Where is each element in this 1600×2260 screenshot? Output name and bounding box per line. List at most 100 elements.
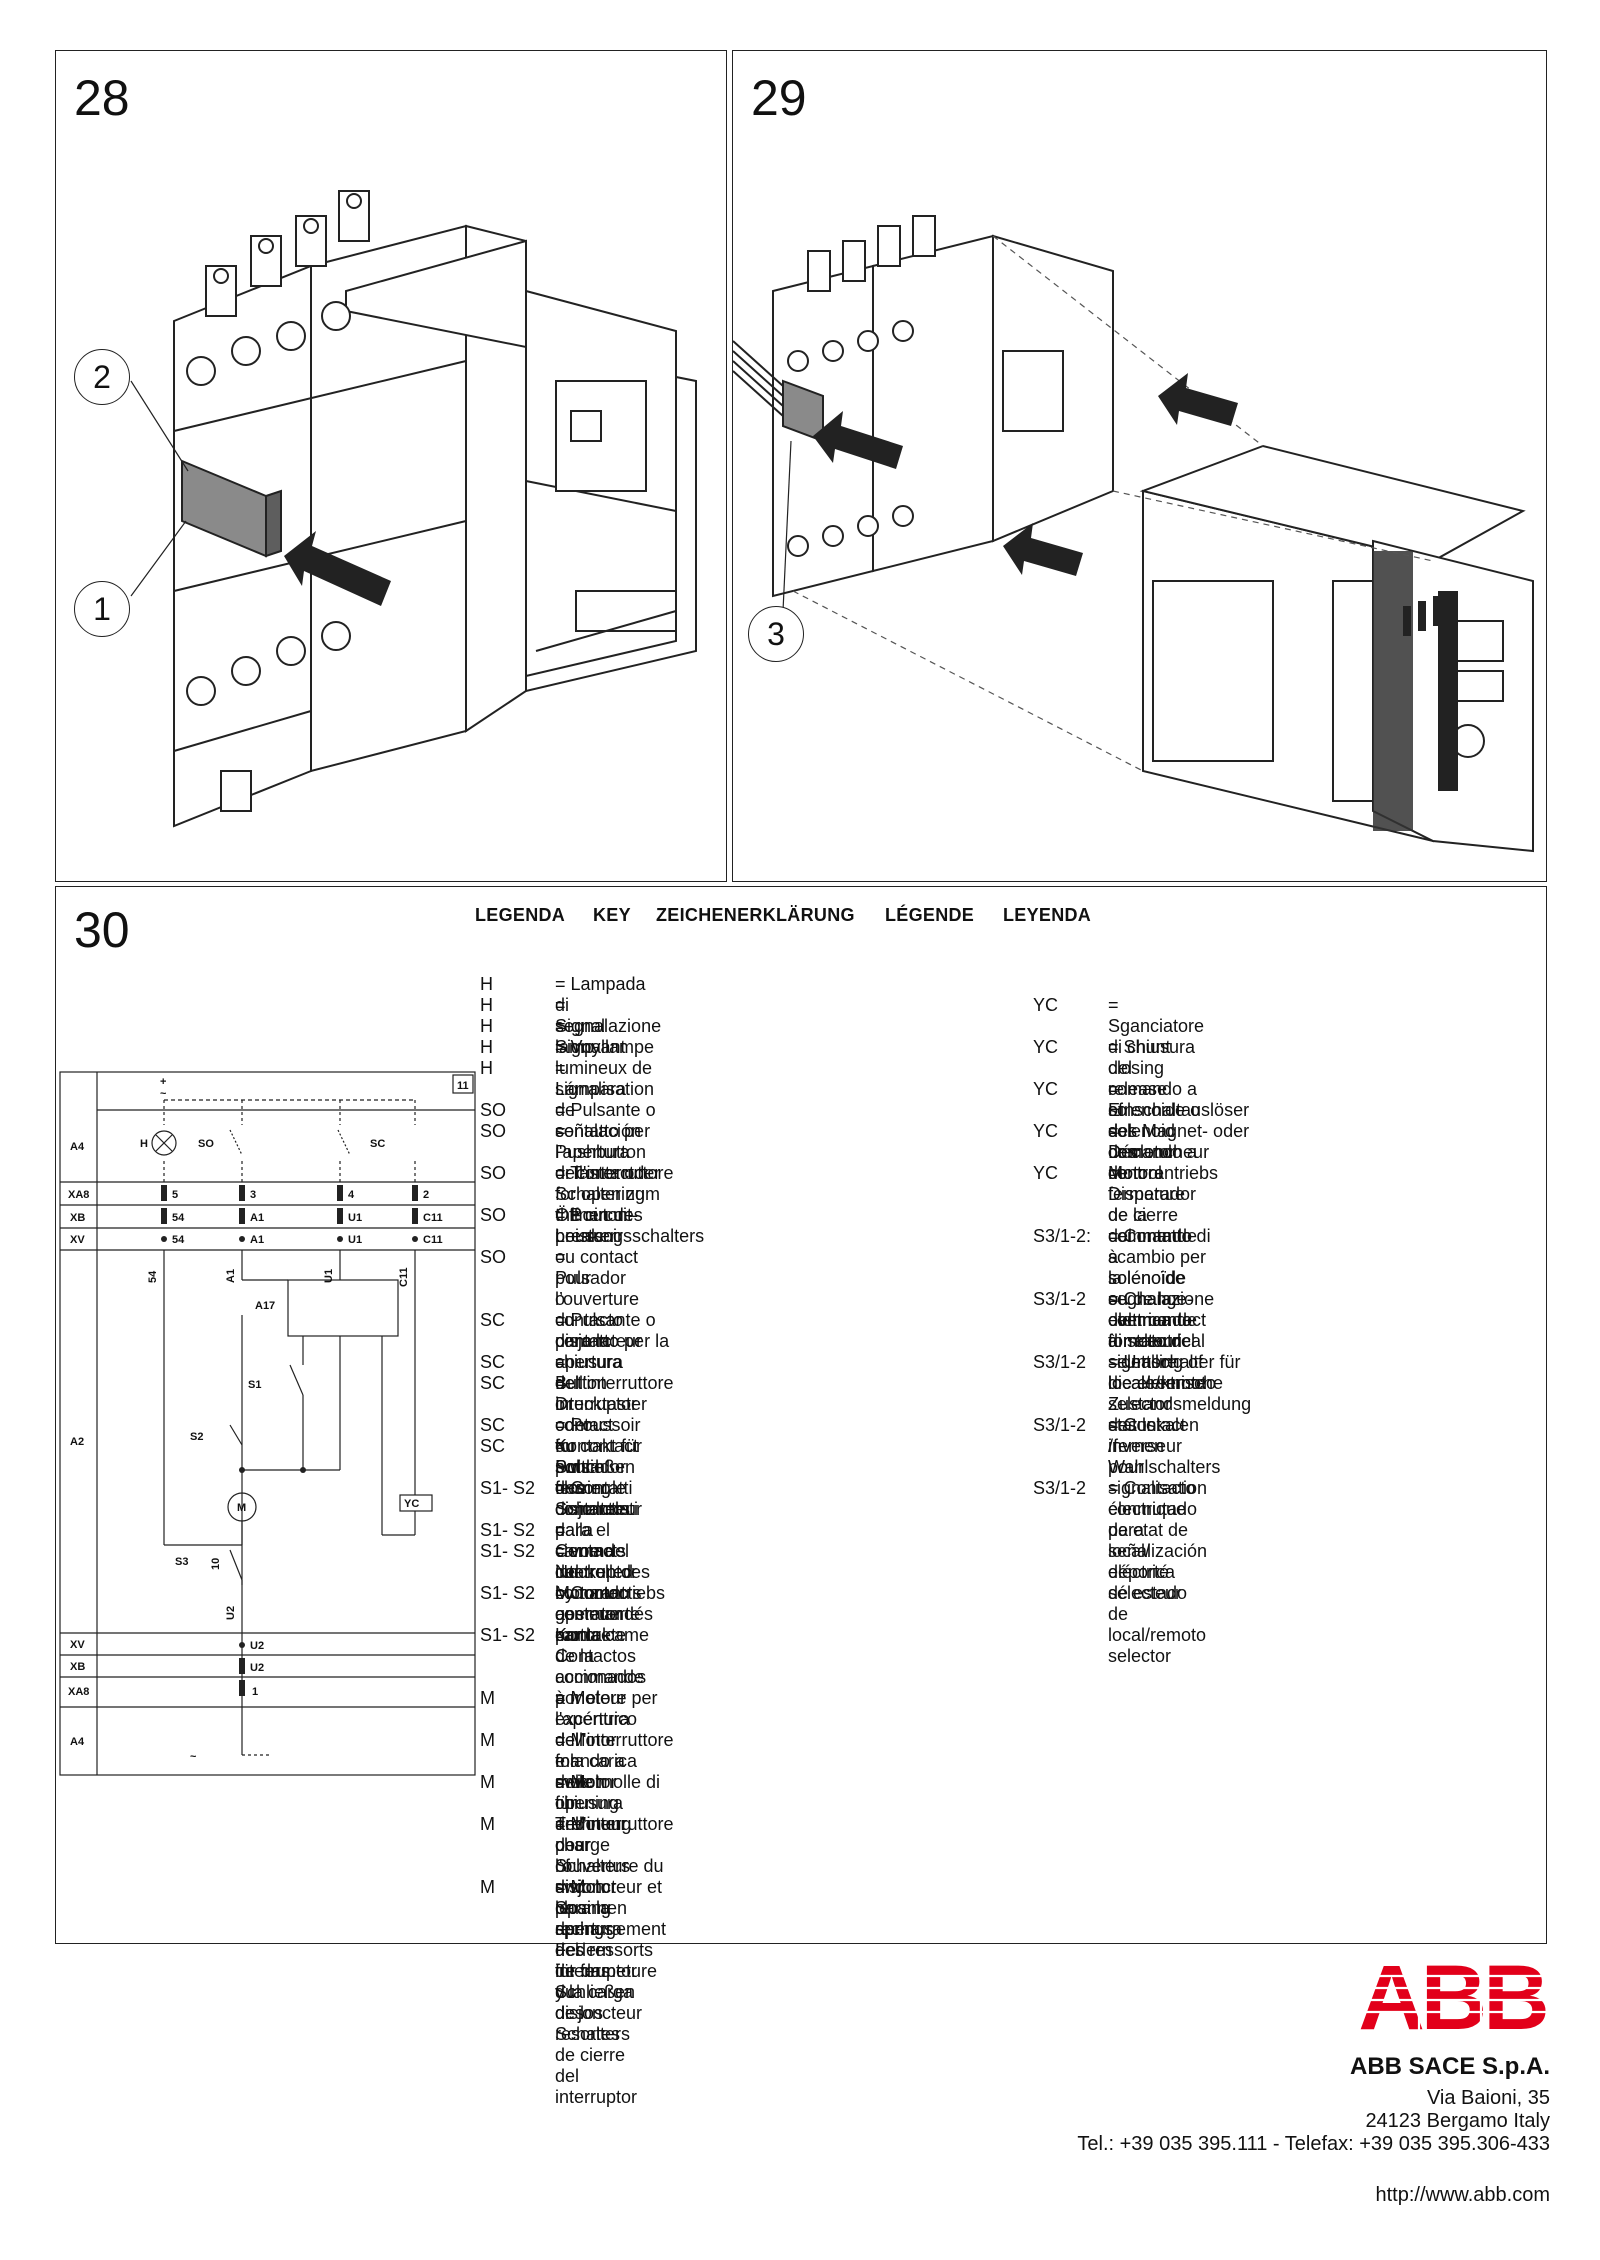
terminal-label: 2 xyxy=(423,1189,429,1201)
terminal-label: 3 xyxy=(250,1189,256,1201)
legend-desc: = Shunt closing release of solenoid or m… xyxy=(1108,1037,1176,1183)
legend-desc: = Taster oder Schalter zum Öffnen des Le… xyxy=(555,1163,705,1246)
legend-desc: = Change-over contact for electrical sig… xyxy=(1108,1289,1207,1435)
abb-logo-text: ABB xyxy=(1358,1947,1546,2049)
component-s2: S2 xyxy=(190,1431,203,1443)
legend-desc: = Signal lamp xyxy=(555,995,606,1057)
legend-code: H xyxy=(480,1037,493,1057)
legend-desc: = Signallampe xyxy=(555,1016,655,1057)
wire-label: C11 xyxy=(398,1267,410,1287)
figure-28-panel: 28 xyxy=(55,50,727,882)
legend-code: SO xyxy=(480,1205,507,1225)
legend-code: SC xyxy=(480,1436,506,1456)
terminal-label: U2 xyxy=(250,1662,264,1674)
legend-code: S3/1-2: xyxy=(1033,1226,1092,1246)
legend-desc: = Motor for switch opening and charge of… xyxy=(555,1730,620,1939)
terminal-label: 4 xyxy=(348,1189,355,1201)
insertion-arrow xyxy=(1003,523,1083,576)
row-label: XB xyxy=(70,1212,85,1224)
callout-3: 3 xyxy=(748,606,804,662)
legend-code: H xyxy=(480,1058,493,1078)
legend-code: M xyxy=(480,1814,495,1834)
row-label: A4 xyxy=(70,1736,85,1748)
legend-code: M xyxy=(480,1772,495,1792)
figure-number: 28 xyxy=(74,70,130,126)
company-phone: Tel.: +39 035 395.111 - Telefax: +39 035… xyxy=(1077,2133,1550,2155)
insertion-arrow xyxy=(813,411,903,469)
terminal-label: C11 xyxy=(423,1212,443,1224)
legend-desc: = Lámpara de señalación xyxy=(555,1058,642,1141)
company-address-line-1: Via Baioni, 35 xyxy=(1426,2087,1550,2109)
figure-29-panel: 29 xyxy=(732,50,1547,882)
component-h: H xyxy=(140,1138,148,1150)
row-label: XV xyxy=(70,1234,85,1246)
legend-code: YC xyxy=(1033,1121,1059,1141)
legend-desc: = Motor für Trennung des Schalters und S… xyxy=(555,1772,636,2044)
legend-code: YC xyxy=(1033,1079,1059,1099)
company-name: ABB SACE S.p.A. xyxy=(1349,2053,1550,2080)
company-url[interactable]: http://www.abb.com xyxy=(1375,2184,1550,2206)
legend-desc: = Disparador de cierre del mando a solen… xyxy=(1108,1163,1197,1351)
legend-desc: = Contactos accionados por el excéntrico… xyxy=(555,1625,647,1792)
legend-desc: = Pulsador o contacto para el cierre del… xyxy=(555,1436,638,1582)
legend-heading: KEY xyxy=(593,905,631,925)
figure-28-illustration xyxy=(130,190,697,828)
component-m: M xyxy=(237,1502,246,1514)
terminal-label: U1 xyxy=(348,1234,362,1246)
legend-heading: ZEICHENERKLÄRUNG xyxy=(656,905,855,925)
legend-desc: = Contacto conmutado para señalización e… xyxy=(1108,1478,1208,1666)
callout-1: 1 xyxy=(74,581,130,637)
legend-code: S1- S2 xyxy=(480,1520,536,1540)
legend-desc: = Contacts commandés par la came de la c… xyxy=(555,1583,654,1708)
legend-heading: LEGENDA xyxy=(475,905,566,925)
terminal-label: A1 xyxy=(250,1234,264,1246)
terminal-label: U1 xyxy=(348,1212,362,1224)
terminal-label: A1 xyxy=(250,1212,264,1224)
legend-desc: = Einschaltauslöser des Magnet- oder des… xyxy=(1108,1079,1250,1183)
legend-code: SC xyxy=(480,1310,506,1330)
legend-code: S3/1-2 xyxy=(1033,1415,1087,1435)
insertion-arrow xyxy=(284,531,391,606)
legend-code: M xyxy=(480,1877,495,1897)
legend-desc: = Pushbutton or contact for opening the … xyxy=(555,1121,647,1246)
wire-label: U1 xyxy=(323,1269,335,1283)
supply-alt: ~ xyxy=(160,1088,167,1100)
legend-desc: = Contatto di scambio per la segnalazion… xyxy=(1108,1226,1217,1393)
legend-desc: = Button or contact for switch closing xyxy=(555,1352,614,1498)
row-label: A4 xyxy=(70,1141,85,1153)
terminal-label: 1 xyxy=(252,1686,258,1698)
legend-code: S1- S2 xyxy=(480,1478,536,1498)
wiring-diagram: 11 A4 XA8 XB XV A2 XV XB XA8 A4 + ~ ~ H … xyxy=(59,1071,476,1776)
component-s1: S1 xyxy=(248,1379,261,1391)
wire-label-u2: U2 xyxy=(225,1606,237,1620)
row-label: XA8 xyxy=(68,1189,89,1201)
legend-code: H xyxy=(480,995,493,1015)
legend-code: YC xyxy=(1033,1037,1059,1057)
legend-desc: = Voyant lumineux de signalisation xyxy=(555,1037,655,1099)
row-label: A2 xyxy=(70,1436,84,1448)
legend-desc: = Contact inverseur pour signalisation é… xyxy=(1108,1415,1208,1603)
legend-code: S1- S2 xyxy=(480,1541,536,1561)
figure-number: 30 xyxy=(74,902,130,958)
legend-code: H xyxy=(480,1016,493,1036)
legend-code: SC xyxy=(480,1373,506,1393)
figure-29-illustration xyxy=(732,215,1534,853)
terminal-label: 54 xyxy=(172,1234,185,1246)
supply-bottom: ~ xyxy=(190,1751,197,1763)
legend-desc: = Contacts controlled by motor operator … xyxy=(555,1520,634,1645)
legend-code: YC xyxy=(1033,995,1059,1015)
sheet-ref: 11 xyxy=(457,1080,469,1092)
row-label: XB xyxy=(70,1661,85,1673)
component-s3-pin: 10 xyxy=(210,1558,222,1570)
legend-desc: = Pulsante o contatto per l'apertura del… xyxy=(555,1100,674,1183)
terminal-label: C11 xyxy=(423,1234,443,1246)
legend-code: M xyxy=(480,1688,495,1708)
insertion-arrow xyxy=(1158,373,1238,426)
component-so: SO xyxy=(198,1138,214,1150)
row-label: XA8 xyxy=(68,1686,89,1698)
legend-desc: = Déclencheur de fermeture de la command… xyxy=(1108,1121,1210,1351)
legend-desc: = Pulsante o contatto per la chiusura de… xyxy=(555,1310,674,1393)
figure-number: 29 xyxy=(751,70,807,126)
legend-desc: = Pulsador o contacto para la apertura d… xyxy=(555,1247,638,1414)
legend-code: SO xyxy=(480,1247,507,1267)
